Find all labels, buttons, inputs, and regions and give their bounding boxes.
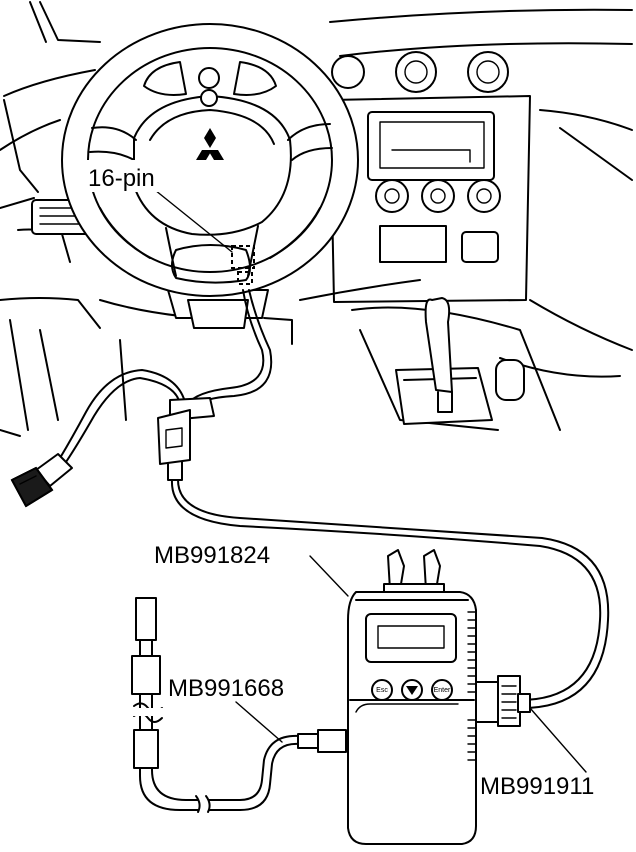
enter-key-label: Enter xyxy=(434,687,451,694)
connector-label: 16-pin xyxy=(88,165,155,192)
adapter-connector xyxy=(475,675,531,727)
main-unit-label: MB991824 xyxy=(154,542,270,569)
16-pin-connector-location xyxy=(231,245,255,269)
steering-wheel xyxy=(61,23,359,329)
dashboard xyxy=(0,1,633,437)
cables xyxy=(10,289,610,814)
obd-connector-plug xyxy=(10,453,73,508)
esc-key xyxy=(371,679,393,701)
brand-logo xyxy=(196,128,224,160)
usb-cable-label: MB991668 xyxy=(168,675,284,702)
esc-key-label: Esc xyxy=(376,687,388,694)
adapter-label: MB991911 xyxy=(480,773,594,800)
lcd-display xyxy=(365,613,457,663)
leader-lines xyxy=(149,185,587,773)
vehicle-communication-interface: Esc Enter xyxy=(347,549,531,845)
enter-key xyxy=(431,679,453,701)
down-arrow-icon xyxy=(406,686,418,695)
